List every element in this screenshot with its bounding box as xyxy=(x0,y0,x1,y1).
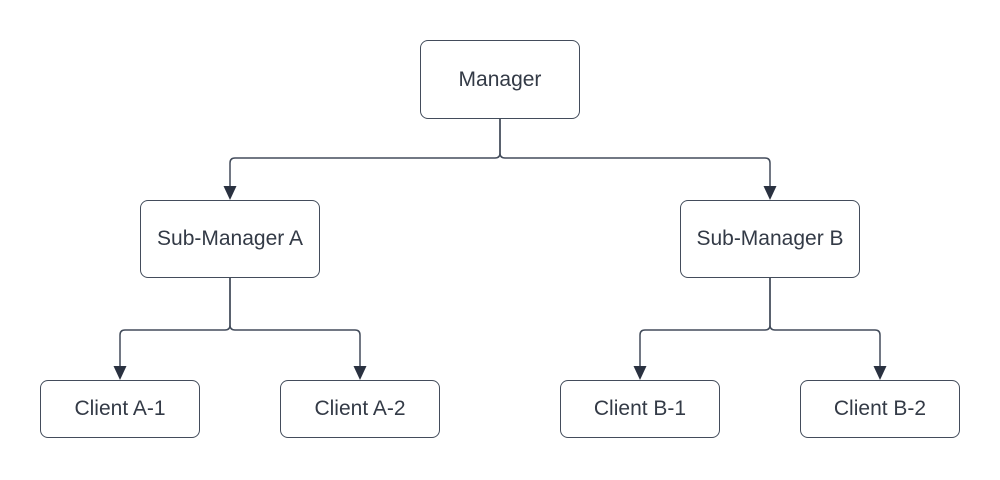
node-sub-manager-a-label: Sub-Manager A xyxy=(157,227,303,250)
arrowhead-client-b1 xyxy=(633,366,647,380)
node-client-a2[interactable]: Client A-2 xyxy=(280,380,440,438)
node-client-b1-label: Client B-1 xyxy=(593,397,687,420)
node-client-b1[interactable]: Client B-1 xyxy=(560,380,720,438)
connector-sub-manager-a-to-client-a1 xyxy=(119,278,231,367)
arrowhead-sub-manager-b xyxy=(763,186,777,200)
connector-manager-to-sub-manager-a xyxy=(229,119,501,187)
connector-manager-to-sub-manager-b xyxy=(499,119,771,187)
node-client-a1-label: Client A-1 xyxy=(74,397,166,420)
arrowhead-client-a2 xyxy=(353,366,367,380)
arrowhead-client-a1 xyxy=(113,366,127,380)
connector-sub-manager-b-to-client-b1 xyxy=(639,278,771,367)
node-sub-manager-b-label: Sub-Manager B xyxy=(696,227,844,250)
node-client-b2-label: Client B-2 xyxy=(833,397,927,420)
node-client-a2-label: Client A-2 xyxy=(314,397,406,420)
node-sub-manager-a[interactable]: Sub-Manager A xyxy=(140,200,320,278)
node-sub-manager-b[interactable]: Sub-Manager B xyxy=(680,200,860,278)
arrowhead-client-b2 xyxy=(873,366,887,380)
node-manager-label: Manager xyxy=(458,67,542,91)
node-client-b2[interactable]: Client B-2 xyxy=(800,380,960,438)
node-client-a1[interactable]: Client A-1 xyxy=(40,380,200,438)
node-manager[interactable]: Manager xyxy=(420,40,580,119)
connector-sub-manager-a-to-client-a2 xyxy=(229,278,361,367)
arrowhead-sub-manager-a xyxy=(223,186,237,200)
connector-sub-manager-b-to-client-b2 xyxy=(769,278,881,367)
